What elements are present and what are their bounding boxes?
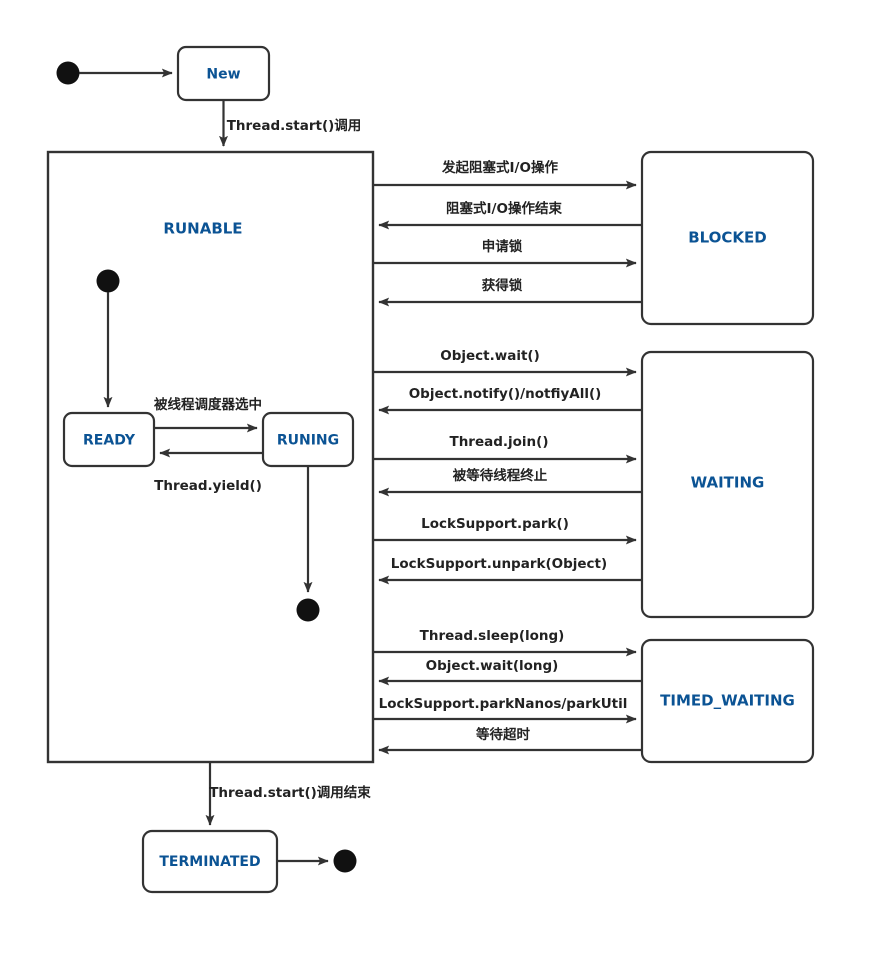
runable-initial-dot bbox=[96, 269, 120, 293]
edge-label-waiting-5: LockSupport.unpark(Object) bbox=[391, 556, 607, 572]
state-box-waiting[interactable] bbox=[640, 350, 815, 619]
state-label-terminated: TERMINATED bbox=[159, 854, 260, 870]
edge-label-waiting-1: Object.notify()/notfiyAll() bbox=[409, 386, 602, 402]
state-label-new: New bbox=[206, 67, 240, 83]
edge-label-blocked-2: 申请锁 bbox=[482, 238, 523, 255]
initial-state-dot bbox=[56, 61, 80, 85]
state-label-blocked: BLOCKED bbox=[688, 229, 767, 247]
state-box-blocked[interactable] bbox=[640, 150, 815, 326]
edge-label-waiting-0: Object.wait() bbox=[440, 348, 540, 364]
state-label-waiting: WAITING bbox=[691, 474, 765, 492]
final-state-dot bbox=[333, 849, 357, 873]
state-label-timed-waiting: TIMED_WAITING bbox=[660, 692, 795, 710]
edge-label-waiting-4: LockSupport.park() bbox=[421, 516, 569, 532]
state-box-ready[interactable] bbox=[62, 411, 156, 468]
edge-label-timed-1: Object.wait(long) bbox=[426, 658, 559, 674]
state-label-ready: READY bbox=[83, 433, 136, 449]
edge-label-blocked-3: 获得锁 bbox=[482, 277, 523, 294]
edge-label-timed-2: LockSupport.parkNanos/parkUtil bbox=[379, 696, 628, 712]
edge-label-runable-to-terminated: Thread.start()调用结束 bbox=[209, 784, 371, 801]
edge-label-blocked-1: 阻塞式I/O操作结束 bbox=[446, 200, 562, 217]
state-label-runing: RUNING bbox=[277, 433, 339, 449]
edge-label-ready-to-runing: 被线程调度器选中 bbox=[154, 396, 262, 413]
state-box-timed-waiting[interactable] bbox=[640, 638, 815, 764]
edge-label-waiting-3: 被等待线程终止 bbox=[453, 467, 548, 484]
edge-label-waiting-2: Thread.join() bbox=[449, 434, 548, 450]
runable-final-dot bbox=[296, 598, 320, 622]
state-label-runable: RUNABLE bbox=[163, 220, 242, 238]
edge-label-blocked-0: 发起阻塞式I/O操作 bbox=[441, 159, 558, 176]
edge-label-runing-to-ready: Thread.yield() bbox=[154, 478, 262, 494]
edge-label-timed-0: Thread.sleep(long) bbox=[420, 628, 565, 644]
edge-label-new-to-runable: Thread.start()调用 bbox=[227, 118, 362, 134]
edge-label-timed-3: 等待超时 bbox=[476, 726, 530, 743]
